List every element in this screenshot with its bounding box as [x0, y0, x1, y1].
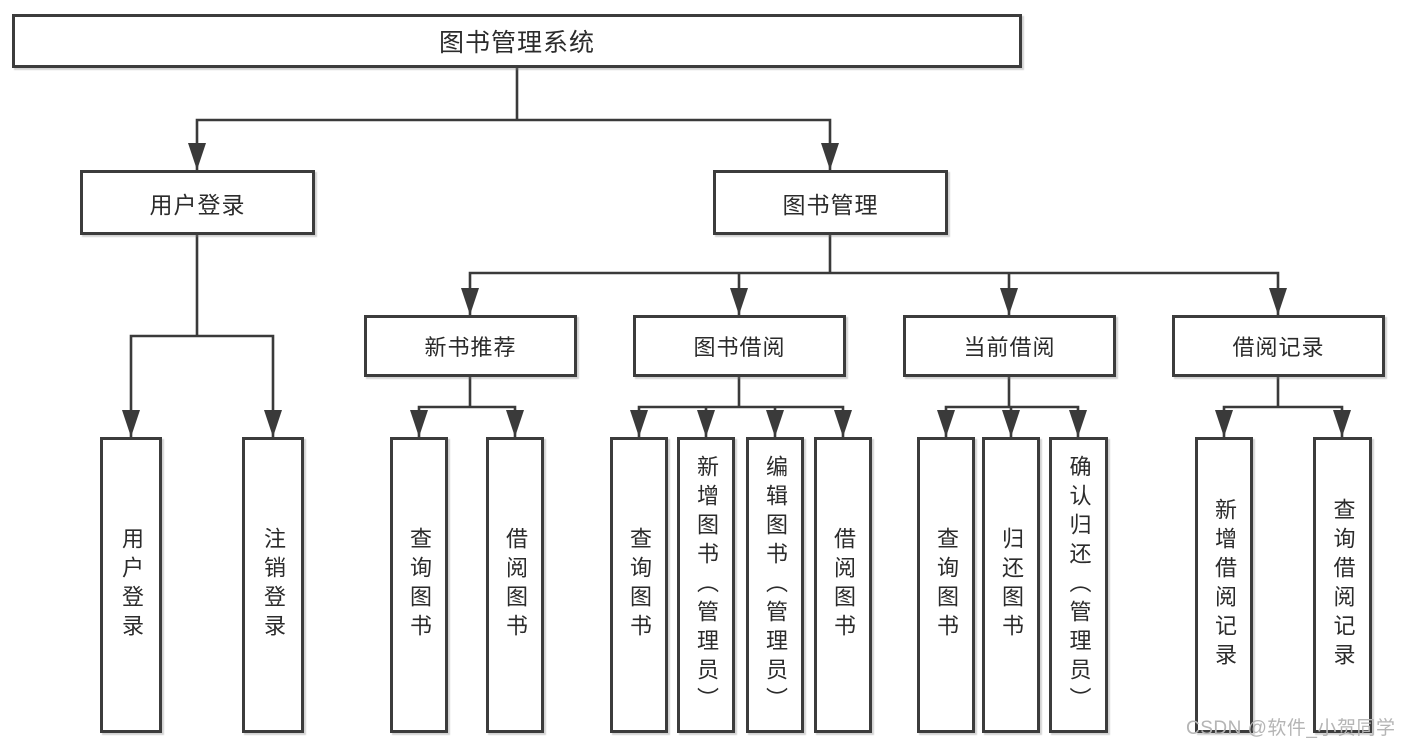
connector-root-to-level2: [188, 68, 839, 170]
arrowhead: [1000, 288, 1018, 315]
leaf-edit-books-admin: 编辑图书（管理员）: [746, 437, 804, 733]
node-user-login-branch: 用户登录: [80, 170, 315, 235]
connector-new-book-children: [410, 377, 524, 437]
arrowhead: [461, 288, 479, 315]
leaf-query-borrow-record: 查询借阅记录: [1313, 437, 1372, 733]
leaf-query-books-current: 查询图书: [917, 437, 975, 733]
node-book-borrowing: 图书借阅: [633, 315, 846, 377]
arrowhead: [122, 410, 140, 437]
leaf-confirm-return-admin: 确认归还（管理员）: [1049, 437, 1108, 733]
arrowhead: [821, 143, 839, 170]
leaf-borrow-books-recommend: 借阅图书: [486, 437, 544, 733]
arrowhead: [188, 143, 206, 170]
leaf-add-borrow-record: 新增借阅记录: [1195, 437, 1253, 733]
arrowhead: [834, 410, 852, 437]
arrowhead: [506, 410, 524, 437]
leaf-add-books-admin: 新增图书（管理员）: [677, 437, 735, 733]
leaf-return-books: 归还图书: [982, 437, 1040, 733]
connector-borrow-records-children: [1215, 377, 1351, 437]
node-current-borrowing: 当前借阅: [903, 315, 1116, 377]
node-root-book-management-system: 图书管理系统: [12, 14, 1022, 68]
node-book-management-branch: 图书管理: [713, 170, 948, 235]
leaf-query-books-recommend: 查询图书: [390, 437, 448, 733]
arrowhead: [766, 410, 784, 437]
leaf-query-books-borrowing: 查询图书: [610, 437, 668, 733]
node-new-book-recommendation: 新书推荐: [364, 315, 577, 377]
arrowhead: [1269, 288, 1287, 315]
arrowhead: [697, 410, 715, 437]
arrowhead: [410, 410, 428, 437]
arrowhead: [1002, 410, 1020, 437]
leaf-logout: 注销登录: [242, 437, 304, 733]
leaf-borrow-books: 借阅图书: [814, 437, 872, 733]
arrowhead: [730, 288, 748, 315]
connector-book-management-children: [461, 235, 1287, 315]
arrowhead: [1333, 410, 1351, 437]
connector-book-borrow-children: [630, 377, 852, 437]
arrowhead: [937, 410, 955, 437]
connector-user-login-children: [122, 235, 282, 437]
connector-current-borrow-children: [937, 377, 1087, 437]
arrowhead: [1215, 410, 1233, 437]
leaf-user-login: 用户登录: [100, 437, 162, 733]
arrowhead: [264, 410, 282, 437]
arrowhead: [630, 410, 648, 437]
csdn-watermark: CSDN @软件_小贺同学: [1186, 718, 1396, 739]
node-borrowing-records: 借阅记录: [1172, 315, 1385, 377]
arrowhead: [1069, 410, 1087, 437]
